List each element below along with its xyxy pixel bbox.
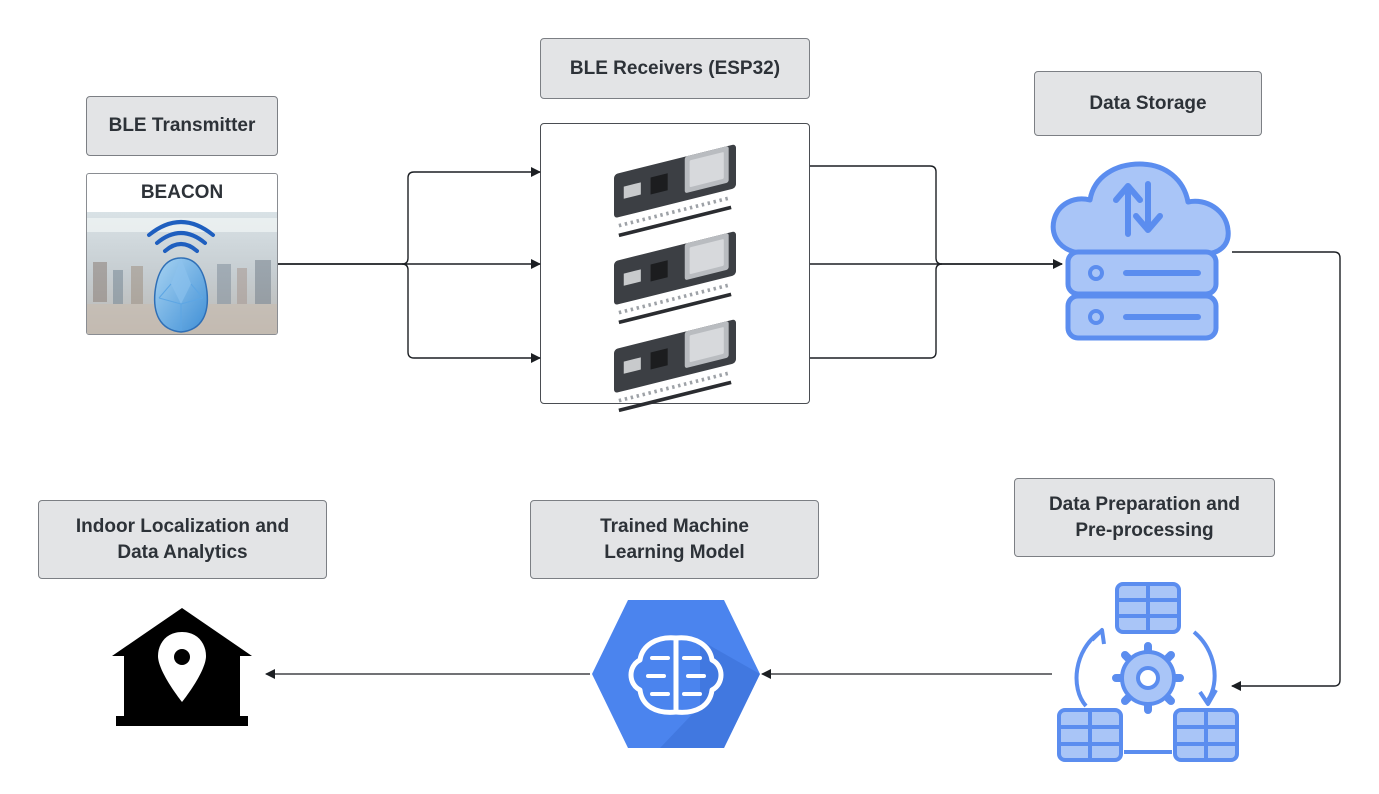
storage-to-preprocessing-connector <box>1231 251 1341 691</box>
data-storage-label: Data Storage <box>1034 71 1262 136</box>
home-location-icon <box>112 608 252 726</box>
esp32-board-icon <box>612 142 738 238</box>
data-preparation-title-line2: Pre-processing <box>1075 519 1214 541</box>
beacon-to-receivers-connector <box>278 167 541 363</box>
indoor-localization-title-line1: Indoor Localization and <box>75 515 290 537</box>
trained-model-title-line2: Learning Model <box>604 541 745 563</box>
indoor-localization-title-line2: Data Analytics <box>117 541 248 563</box>
trained-model-label: Trained Machine Learning Model <box>530 500 819 579</box>
data-preparation-label: Data Preparation and Pre-processing <box>1014 478 1275 557</box>
receivers-to-storage-connector <box>810 165 1063 359</box>
cloud-server-icon <box>1050 161 1231 341</box>
trained-model-title-line1: Trained Machine <box>600 515 749 537</box>
data-storage-title: Data Storage <box>1089 92 1207 114</box>
brain-chip-icon <box>592 600 760 748</box>
beacon-device-icon <box>87 212 277 334</box>
ble-transmitter-title: BLE Transmitter <box>108 115 256 136</box>
esp32-board-icon <box>612 229 738 325</box>
ble-receivers-label: BLE Receivers (ESP32) <box>540 38 810 99</box>
beacon-card: BEACON <box>86 173 278 335</box>
data-preparation-title-line1: Data Preparation and <box>1048 493 1241 515</box>
data-processing-cycle-icon <box>1057 582 1239 762</box>
ble-transmitter-label: BLE Transmitter <box>86 96 278 156</box>
esp32-board-icon <box>612 317 738 413</box>
beacon-title: BEACON <box>140 182 224 203</box>
indoor-localization-label: Indoor Localization and Data Analytics <box>38 500 327 579</box>
ble-receivers-title: BLE Receivers (ESP32) <box>569 57 781 79</box>
